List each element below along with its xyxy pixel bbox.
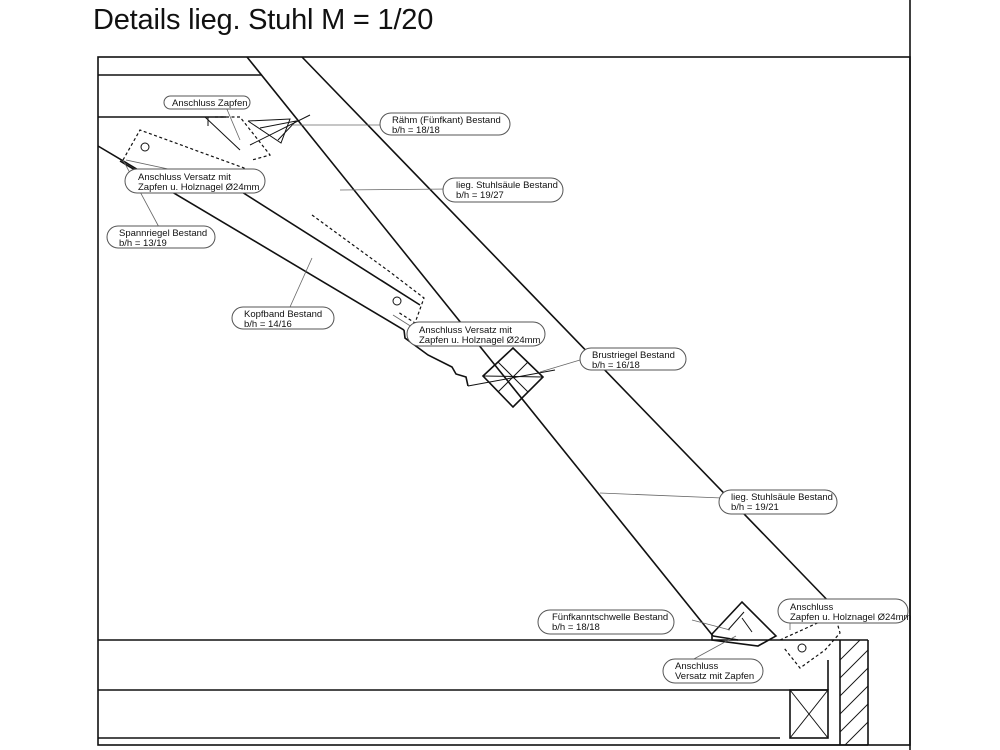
label-anschluss-zapfen-line1: Anschluss Zapfen xyxy=(172,98,248,109)
label-brustriegel-line2: b/h = 16/18 xyxy=(592,360,640,371)
label-schwelle: Fünfkanntschwelle Bestand b/h = 18/18 xyxy=(537,609,675,635)
label-rahm: Rähm (Fünfkant) Bestand b/h = 18/18 xyxy=(379,112,511,136)
kopfband-brace xyxy=(97,114,469,387)
label-versatz-mid-line1: Anschluss Versatz mit xyxy=(419,325,512,336)
label-anschluss-zapfen-holznagel-line2: Zapfen u. Holznagel Ø24mm xyxy=(790,612,912,623)
peg-bottom xyxy=(797,643,807,653)
label-stuhlsaeule-bottom-line1: lieg. Stuhlsäule Bestand xyxy=(731,492,833,503)
label-stuhlsaeule-bottom: lieg. Stuhlsäule Bestand b/h = 19/21 xyxy=(718,489,838,515)
label-rahm-line1: Rähm (Fünfkant) Bestand xyxy=(392,115,501,126)
wall-hatching xyxy=(839,639,869,746)
label-schwelle-line2: b/h = 18/18 xyxy=(552,622,600,633)
brustriegel-section xyxy=(481,346,545,409)
label-kopfband: Kopfband Bestand b/h = 14/16 xyxy=(231,306,335,330)
peg-top-left xyxy=(140,142,150,152)
label-anschluss-zapfen-holznagel: Anschluss Zapfen u. Holznagel Ø24mm xyxy=(777,598,912,624)
label-kopfband-line2: b/h = 14/16 xyxy=(244,319,292,330)
label-anschluss-zapfen: Anschluss Zapfen xyxy=(163,95,251,110)
label-kopfband-line1: Kopfband Bestand xyxy=(244,309,322,320)
tenon-dashed-kopfband xyxy=(311,214,425,324)
label-stuhlsaeule-top-line1: lieg. Stuhlsäule Bestand xyxy=(456,180,558,191)
schwelle-section xyxy=(711,600,778,647)
peg-kopfband xyxy=(392,296,402,306)
label-rahm-line2: b/h = 18/18 xyxy=(392,125,440,136)
bottom-beams xyxy=(98,639,869,746)
tenon-dashed-rahm xyxy=(215,116,272,161)
top-beams xyxy=(98,74,262,151)
label-anschluss-zapfen-holznagel-line1: Anschluss xyxy=(790,602,834,613)
label-versatz-top: Anschluss Versatz mit Zapfen u. Holznage… xyxy=(124,168,266,194)
label-versatz-top-line1: Anschluss Versatz mit xyxy=(138,172,231,183)
label-stuhlsaeule-top: lieg. Stuhlsäule Bestand b/h = 19/27 xyxy=(442,177,564,203)
label-spannriegel: Spannriegel Bestand b/h = 13/19 xyxy=(106,225,216,249)
bottom-cross-section xyxy=(789,689,829,739)
label-versatz-top-line2: Zapfen u. Holznagel Ø24mm xyxy=(138,182,260,193)
drawing-frame xyxy=(97,56,911,746)
label-spannriegel-line1: Spannriegel Bestand xyxy=(119,228,207,239)
label-anschluss-versatz-line2: Versatz mit Zapfen xyxy=(675,671,754,682)
label-anschluss-versatz: Anschluss Versatz mit Zapfen xyxy=(662,658,764,684)
page-title: Details lieg. Stuhl M = 1/20 xyxy=(93,4,434,36)
label-schwelle-line1: Fünfkanntschwelle Bestand xyxy=(552,612,668,623)
label-spannriegel-line2: b/h = 13/19 xyxy=(119,238,167,249)
label-brustriegel-line1: Brustriegel Bestand xyxy=(592,350,675,361)
label-versatz-mid: Anschluss Versatz mit Zapfen u. Holznage… xyxy=(406,321,546,347)
label-anschluss-versatz-line1: Anschluss xyxy=(675,661,719,672)
tenon-dashed-top-left xyxy=(122,129,251,181)
inclined-post xyxy=(246,56,836,641)
label-stuhlsaeule-top-line2: b/h = 19/27 xyxy=(456,190,504,201)
label-versatz-mid-line2: Zapfen u. Holznagel Ø24mm xyxy=(419,335,541,346)
label-brustriegel: Brustriegel Bestand b/h = 16/18 xyxy=(579,347,687,371)
label-stuhlsaeule-bottom-line2: b/h = 19/21 xyxy=(731,502,779,513)
